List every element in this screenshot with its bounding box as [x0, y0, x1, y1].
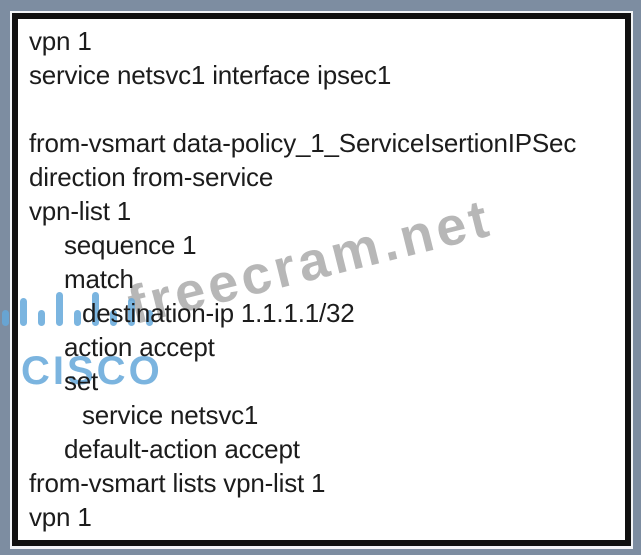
code-line: set	[64, 366, 99, 396]
code-line: match	[64, 264, 134, 294]
code-line: default-action accept	[64, 434, 300, 464]
code-line: from-vsmart lists vpn-list 1	[29, 468, 326, 498]
code-line: action accept	[64, 332, 215, 362]
code-line: service netsvc1 interface ipsec1	[29, 60, 392, 90]
code-line: service netsvc1	[82, 400, 259, 430]
code-line: vpn-list 1	[29, 196, 132, 226]
code-line: vpn 1	[29, 26, 92, 56]
code-line: direction from-service	[29, 162, 274, 192]
code-line: vpn 1	[29, 502, 92, 532]
code-line	[29, 92, 629, 126]
outer-frame	[10, 11, 633, 549]
code-line: destination-ip 1.1.1.1/32	[82, 298, 355, 328]
code-line: sequence 1	[64, 230, 197, 260]
code-block: vpn 1 service netsvc1 interface ipsec1 fr…	[29, 24, 629, 534]
code-line: from-vsmart data-policy_1_ServiceIsertio…	[29, 128, 577, 158]
config-panel	[12, 13, 631, 546]
cisco-bar-icon	[2, 310, 9, 326]
